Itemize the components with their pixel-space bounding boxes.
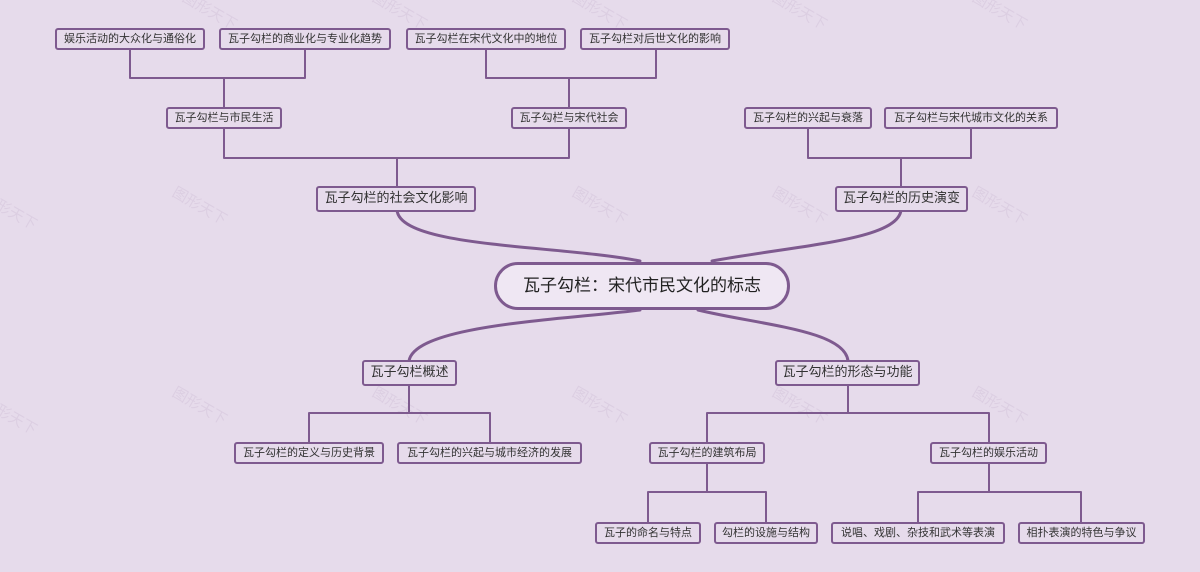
topic-history[interactable]: 瓦子勾栏的历史演变 [835, 186, 968, 212]
topic-architecture-layout[interactable]: 瓦子勾栏的建筑布局 [649, 442, 765, 464]
connector-overview-children [308, 384, 491, 443]
topic-urban-relation[interactable]: 瓦子勾栏与宋代城市文化的关系 [884, 107, 1058, 129]
connector-root-social [395, 208, 642, 263]
connector-root-overview [407, 308, 642, 363]
topic-entertainment[interactable]: 瓦子勾栏的娱乐活动 [930, 442, 1047, 464]
topic-civic-life[interactable]: 瓦子勾栏与市民生活 [166, 107, 282, 129]
topic-cultural-status[interactable]: 瓦子勾栏在宋代文化中的地位 [406, 28, 566, 50]
topic-overview[interactable]: 瓦子勾栏概述 [362, 360, 457, 386]
root-topic[interactable]: 瓦子勾栏：宋代市民文化的标志 [494, 262, 790, 310]
topic-later-influence[interactable]: 瓦子勾栏对后世文化的影响 [580, 28, 730, 50]
connector-layout-children [647, 462, 767, 523]
topic-economy[interactable]: 瓦子勾栏的兴起与城市经济的发展 [397, 442, 582, 464]
topic-song-society[interactable]: 瓦子勾栏与宋代社会 [511, 107, 627, 129]
connector-root-form [696, 308, 850, 363]
connector-song-children [485, 48, 657, 108]
topic-sumo[interactable]: 相扑表演的特色与争议 [1018, 522, 1145, 544]
topic-facilities[interactable]: 勾栏的设施与结构 [714, 522, 818, 544]
topic-definition[interactable]: 瓦子勾栏的定义与历史背景 [234, 442, 384, 464]
topic-popularization[interactable]: 娱乐活动的大众化与通俗化 [55, 28, 205, 50]
topic-performances[interactable]: 说唱、戏剧、杂技和武术等表演 [831, 522, 1005, 544]
topic-social-influence[interactable]: 瓦子勾栏的社会文化影响 [316, 186, 476, 212]
connector-root-history [710, 208, 903, 263]
connector-civic-children [129, 48, 306, 108]
topic-naming[interactable]: 瓦子的命名与特点 [595, 522, 701, 544]
connector-form-children [706, 384, 990, 443]
topic-commercialization[interactable]: 瓦子勾栏的商业化与专业化趋势 [219, 28, 391, 50]
connector-history-children [807, 127, 972, 187]
topic-form-function[interactable]: 瓦子勾栏的形态与功能 [775, 360, 920, 386]
topic-rise-fall[interactable]: 瓦子勾栏的兴起与衰落 [744, 107, 872, 129]
connector-entertainment-children [917, 462, 1082, 523]
connector-social-children [223, 127, 570, 187]
